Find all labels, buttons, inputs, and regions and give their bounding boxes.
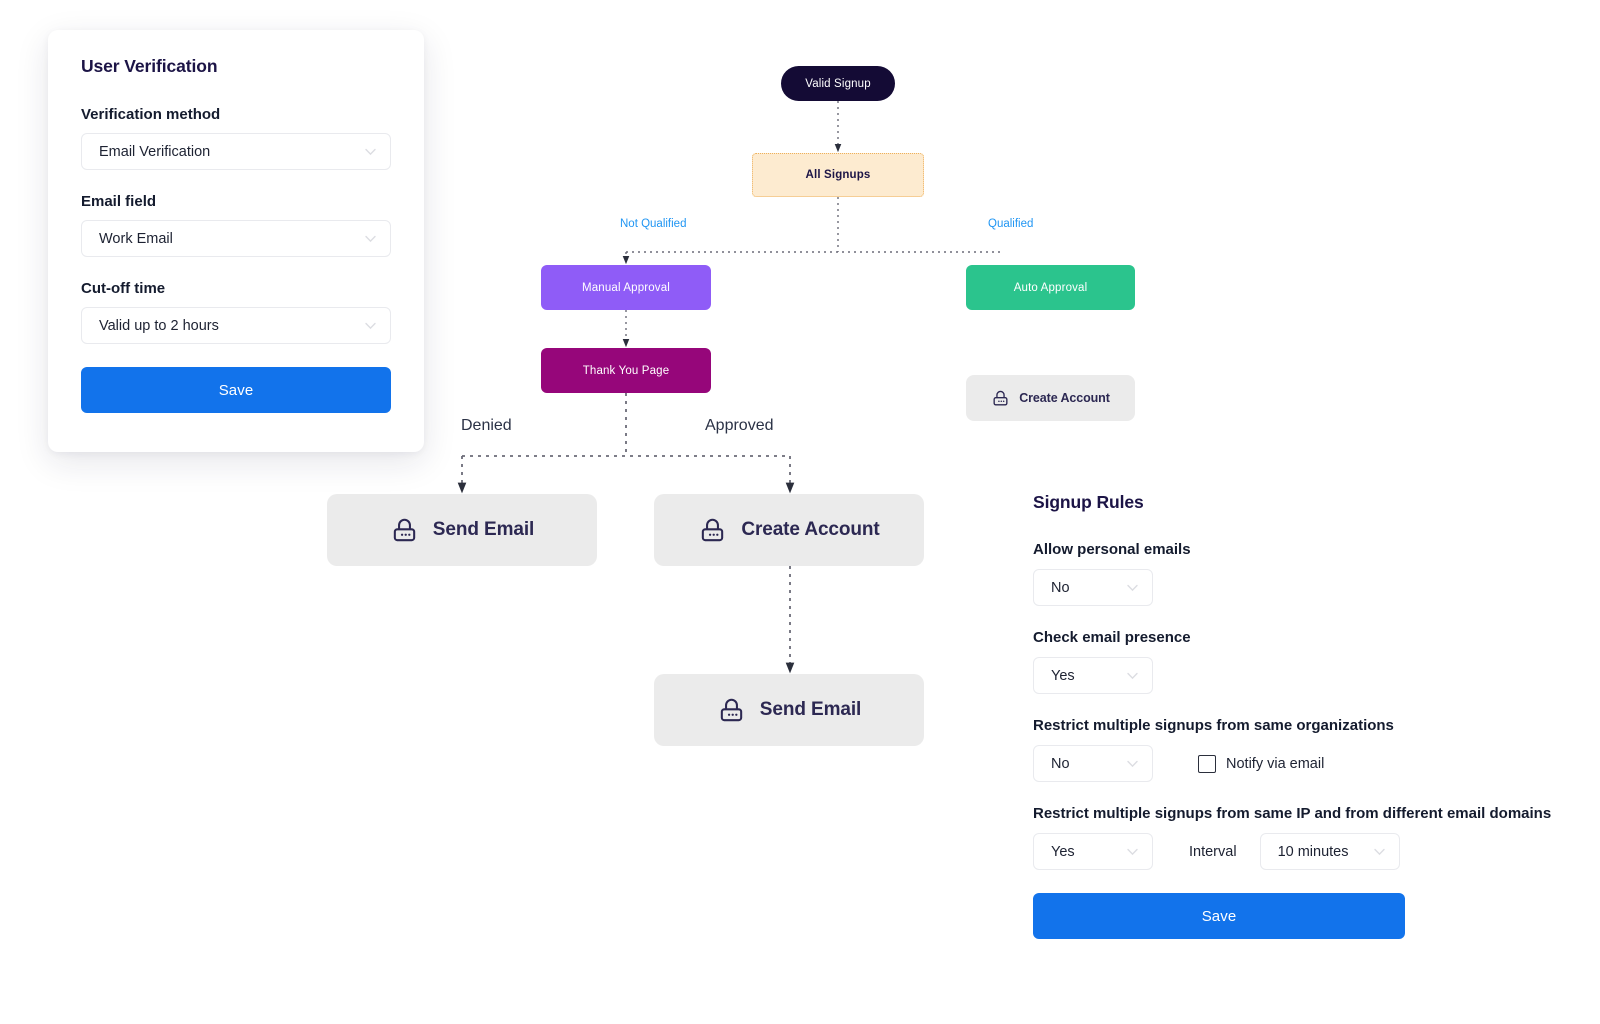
restrict-same-ip-value: Yes <box>1051 843 1075 860</box>
restrict-same-ip-label: Restrict multiple signups from same IP a… <box>1033 805 1552 822</box>
chevron-down-icon <box>1127 672 1138 679</box>
email-field-value: Work Email <box>99 230 173 247</box>
signup-rules-title: Signup Rules <box>1033 492 1144 512</box>
cut-off-time-select[interactable]: Valid up to 2 hours <box>81 307 391 344</box>
flow-node-label: Send Email <box>759 699 862 720</box>
cut-off-time-label: Cut-off time <box>81 280 166 297</box>
flow-node-label: Create Account <box>741 519 880 540</box>
notify-via-email-group: Notify via email <box>1198 754 1325 773</box>
flow-node-all-signups[interactable]: All Signups <box>752 153 924 197</box>
flow-node-auto-approval[interactable]: Auto Approval <box>966 265 1135 310</box>
flow-node-label: All Signups <box>805 169 871 181</box>
verification-method-select[interactable]: Email Verification <box>81 133 391 170</box>
check-email-presence-value: Yes <box>1051 667 1075 684</box>
edge-label-not-qualified: Not Qualified <box>620 218 687 230</box>
chevron-down-icon <box>365 148 376 155</box>
verification-save-button[interactable]: Save <box>81 367 391 413</box>
flow-node-label: Send Email <box>432 519 535 540</box>
user-verification-card: User Verification Verification method Em… <box>48 30 424 452</box>
allow-personal-emails-row: No <box>1033 569 1563 606</box>
notify-via-email-label: Notify via email <box>1226 755 1325 772</box>
email-field-label: Email field <box>81 193 157 210</box>
interval-label: Interval <box>1189 843 1237 860</box>
flow-node-label: Manual Approval <box>582 281 670 294</box>
flow-node-label: Auto Approval <box>1013 281 1088 294</box>
allow-personal-emails-label: Allow personal emails <box>1033 541 1191 558</box>
flow-node-create-account-approved[interactable]: Create Account <box>654 494 924 566</box>
check-email-presence-label: Check email presence <box>1033 629 1191 646</box>
signup-flowchart: Valid Signup All Signups Not Qualified Q… <box>0 0 1135 780</box>
restrict-same-org-select[interactable]: No <box>1033 745 1153 782</box>
verification-method-value: Email Verification <box>99 143 211 160</box>
chevron-down-icon <box>1127 760 1138 767</box>
email-field-select[interactable]: Work Email <box>81 220 391 257</box>
restrict-same-org-label: Restrict multiple signups from same orga… <box>1033 717 1394 734</box>
lock-icon <box>720 698 742 721</box>
edge-label-qualified: Qualified <box>988 218 1034 230</box>
verification-method-label: Verification method <box>81 106 221 123</box>
check-email-presence-select[interactable]: Yes <box>1033 657 1153 694</box>
flow-node-label: Valid Signup <box>805 77 871 90</box>
flow-node-manual-approval[interactable]: Manual Approval <box>541 265 711 310</box>
allow-personal-emails-value: No <box>1051 579 1070 596</box>
flow-node-thank-you-page[interactable]: Thank You Page <box>541 348 711 393</box>
flow-node-send-email-denied[interactable]: Send Email <box>327 494 597 566</box>
restrict-same-ip-select[interactable]: Yes <box>1033 833 1153 870</box>
edge-label-approved: Approved <box>705 417 774 434</box>
interval-value: 10 minutes <box>1277 843 1349 860</box>
chevron-down-icon <box>365 322 376 329</box>
signup-rules-save-button[interactable]: Save <box>1033 893 1405 939</box>
restrict-same-ip-row: Yes Interval 10 minutes <box>1033 833 1563 870</box>
flow-node-create-account-small[interactable]: Create Account <box>966 375 1135 421</box>
chevron-down-icon <box>1127 848 1138 855</box>
lock-icon <box>393 518 415 541</box>
flow-node-label: Thank You Page <box>582 364 670 377</box>
edge-label-denied: Denied <box>461 417 512 434</box>
chevron-down-icon <box>365 235 376 242</box>
cut-off-time-value: Valid up to 2 hours <box>99 317 219 334</box>
lock-icon <box>993 390 1008 406</box>
check-email-presence-row: Yes <box>1033 657 1563 694</box>
allow-personal-emails-select[interactable]: No <box>1033 569 1153 606</box>
flow-node-valid-signup[interactable]: Valid Signup <box>781 66 895 101</box>
restrict-same-org-value: No <box>1051 755 1070 772</box>
lock-icon <box>702 518 724 541</box>
page-title: User Verification <box>81 56 218 76</box>
chevron-down-icon <box>1127 584 1138 591</box>
signup-rules-panel: Signup Rules Allow personal emails No Ch… <box>1033 492 1563 939</box>
flow-node-label: Create Account <box>1019 391 1110 405</box>
chevron-down-icon <box>1373 848 1385 855</box>
flow-node-send-email-approved[interactable]: Send Email <box>654 674 924 746</box>
restrict-same-org-row: No Notify via email <box>1033 745 1563 782</box>
interval-select[interactable]: 10 minutes <box>1259 833 1400 870</box>
notify-via-email-checkbox[interactable] <box>1198 754 1216 773</box>
